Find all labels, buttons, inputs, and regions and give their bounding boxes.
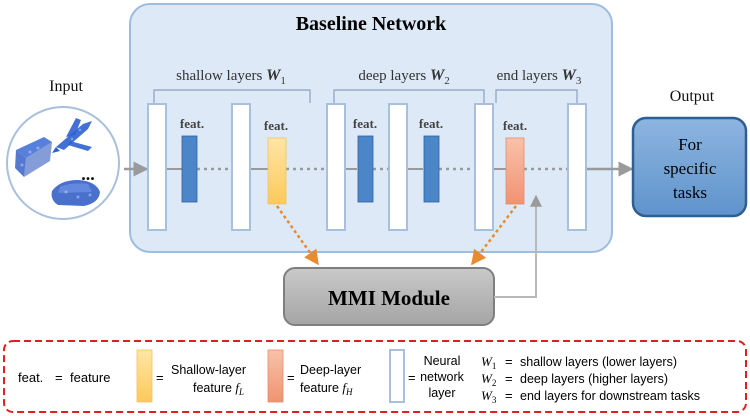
legend-w1-symbol: W1: [481, 354, 496, 371]
feat-label-2: feat.: [264, 118, 288, 133]
group-deep-text: deep layers: [358, 68, 430, 84]
group-end-text: end layers: [497, 68, 562, 84]
legend-deep-line-2: feature fH: [300, 380, 353, 397]
output-box-line-3: tasks: [673, 183, 707, 202]
legend-w1-eq: =: [505, 354, 513, 369]
group-shallow-subscript: 1: [280, 75, 286, 87]
mmi-feedback-arrow: [494, 194, 542, 298]
group-label-deep: deep layers W2: [358, 67, 449, 87]
group-shallow-symbol: W: [266, 67, 282, 84]
legend-neural-eq: =: [408, 370, 416, 385]
legend-w3-subscript: 3: [492, 395, 497, 405]
legend-layer-swatch: [389, 349, 405, 403]
legend-w3-eq: =: [505, 388, 513, 403]
legend-shallow-symbol: f: [235, 380, 241, 395]
input-label: Input: [49, 78, 83, 95]
output-label: Output: [670, 88, 715, 105]
shallow-feature-block: [267, 137, 287, 205]
group-end-subscript: 3: [576, 75, 582, 87]
legend-neural-line-1: Neural: [424, 354, 461, 368]
legend-w2-symbol: W2: [481, 371, 496, 388]
layer-6: [567, 103, 587, 231]
deep-feature-block: [505, 137, 525, 205]
legend-w1-subscript: 1: [492, 361, 497, 371]
legend-w2-subscript: 2: [492, 378, 497, 388]
legend-feat-value: feature: [70, 370, 110, 385]
legend-w3-text: end layers for downstream tasks: [520, 389, 700, 403]
feature-block-2: [357, 135, 374, 203]
bracket-shallow: [153, 89, 311, 103]
layer-4: [388, 103, 408, 231]
legend-neural-line-3: layer: [428, 386, 455, 400]
bracket-deep: [333, 89, 485, 103]
feat-label-1: feat.: [180, 116, 204, 131]
legend-shallow-text: feature: [193, 381, 235, 395]
legend-deep-swatch: [267, 349, 284, 403]
group-shallow-text: shallow layers: [176, 68, 266, 84]
legend-deep-eq: =: [287, 370, 295, 385]
layer-5: [474, 103, 494, 231]
group-label-shallow: shallow layers W1: [176, 67, 286, 87]
legend-w2-text: deep layers (higher layers): [520, 372, 668, 386]
input-ellipsis: ...: [81, 164, 95, 184]
feat-label-3: feat.: [353, 116, 377, 131]
output-box-line-2: specific: [664, 159, 717, 178]
legend-shallow-subscript: L: [238, 387, 244, 397]
group-deep-symbol: W: [430, 67, 446, 84]
feature-block-3: [423, 135, 440, 203]
legend-deep-text: feature: [300, 381, 342, 395]
output-box: [631, 116, 748, 218]
legend-w2-letter: W: [481, 371, 493, 386]
legend-w3-letter: W: [481, 388, 493, 403]
baseline-network-title: Baseline Network: [296, 13, 447, 35]
input-point-cloud-image: [6, 106, 120, 220]
bracket-end: [495, 89, 578, 103]
layer-3: [326, 103, 346, 231]
legend-deep-symbol: f: [342, 380, 348, 395]
legend-shallow-swatch: [136, 349, 153, 403]
legend-feat-key: feat.: [18, 370, 43, 385]
feat-label-4: feat.: [419, 116, 443, 131]
legend-box: [3, 340, 747, 413]
legend-deep-line-1: Deep-layer: [300, 363, 361, 377]
layer-2: [231, 103, 251, 231]
group-label-end: end layers W3: [497, 67, 582, 87]
group-deep-subscript: 2: [444, 75, 450, 87]
legend-feat-eq: =: [55, 370, 63, 385]
feat-label-5: feat.: [503, 118, 527, 133]
legend-shallow-line-1: Shallow-layer: [171, 363, 246, 377]
legend-deep-subscript: H: [345, 387, 353, 397]
mmi-module-label: MMI Module: [328, 286, 450, 310]
deep-feature-arrow: [471, 205, 517, 266]
legend-shallow-eq: =: [156, 370, 164, 385]
layer-1: [147, 103, 167, 231]
group-end-symbol: W: [562, 67, 578, 84]
output-box-line-1: For: [678, 135, 702, 154]
feature-block-1: [181, 135, 198, 203]
legend-shallow-line-2: feature fL: [193, 380, 244, 397]
legend-neural-line-2: network: [420, 370, 465, 384]
legend-w3-symbol: W3: [481, 388, 497, 405]
legend-w1-text: shallow layers (lower layers): [520, 355, 677, 369]
legend-w2-eq: =: [505, 371, 513, 386]
legend-w1-letter: W: [481, 354, 493, 369]
